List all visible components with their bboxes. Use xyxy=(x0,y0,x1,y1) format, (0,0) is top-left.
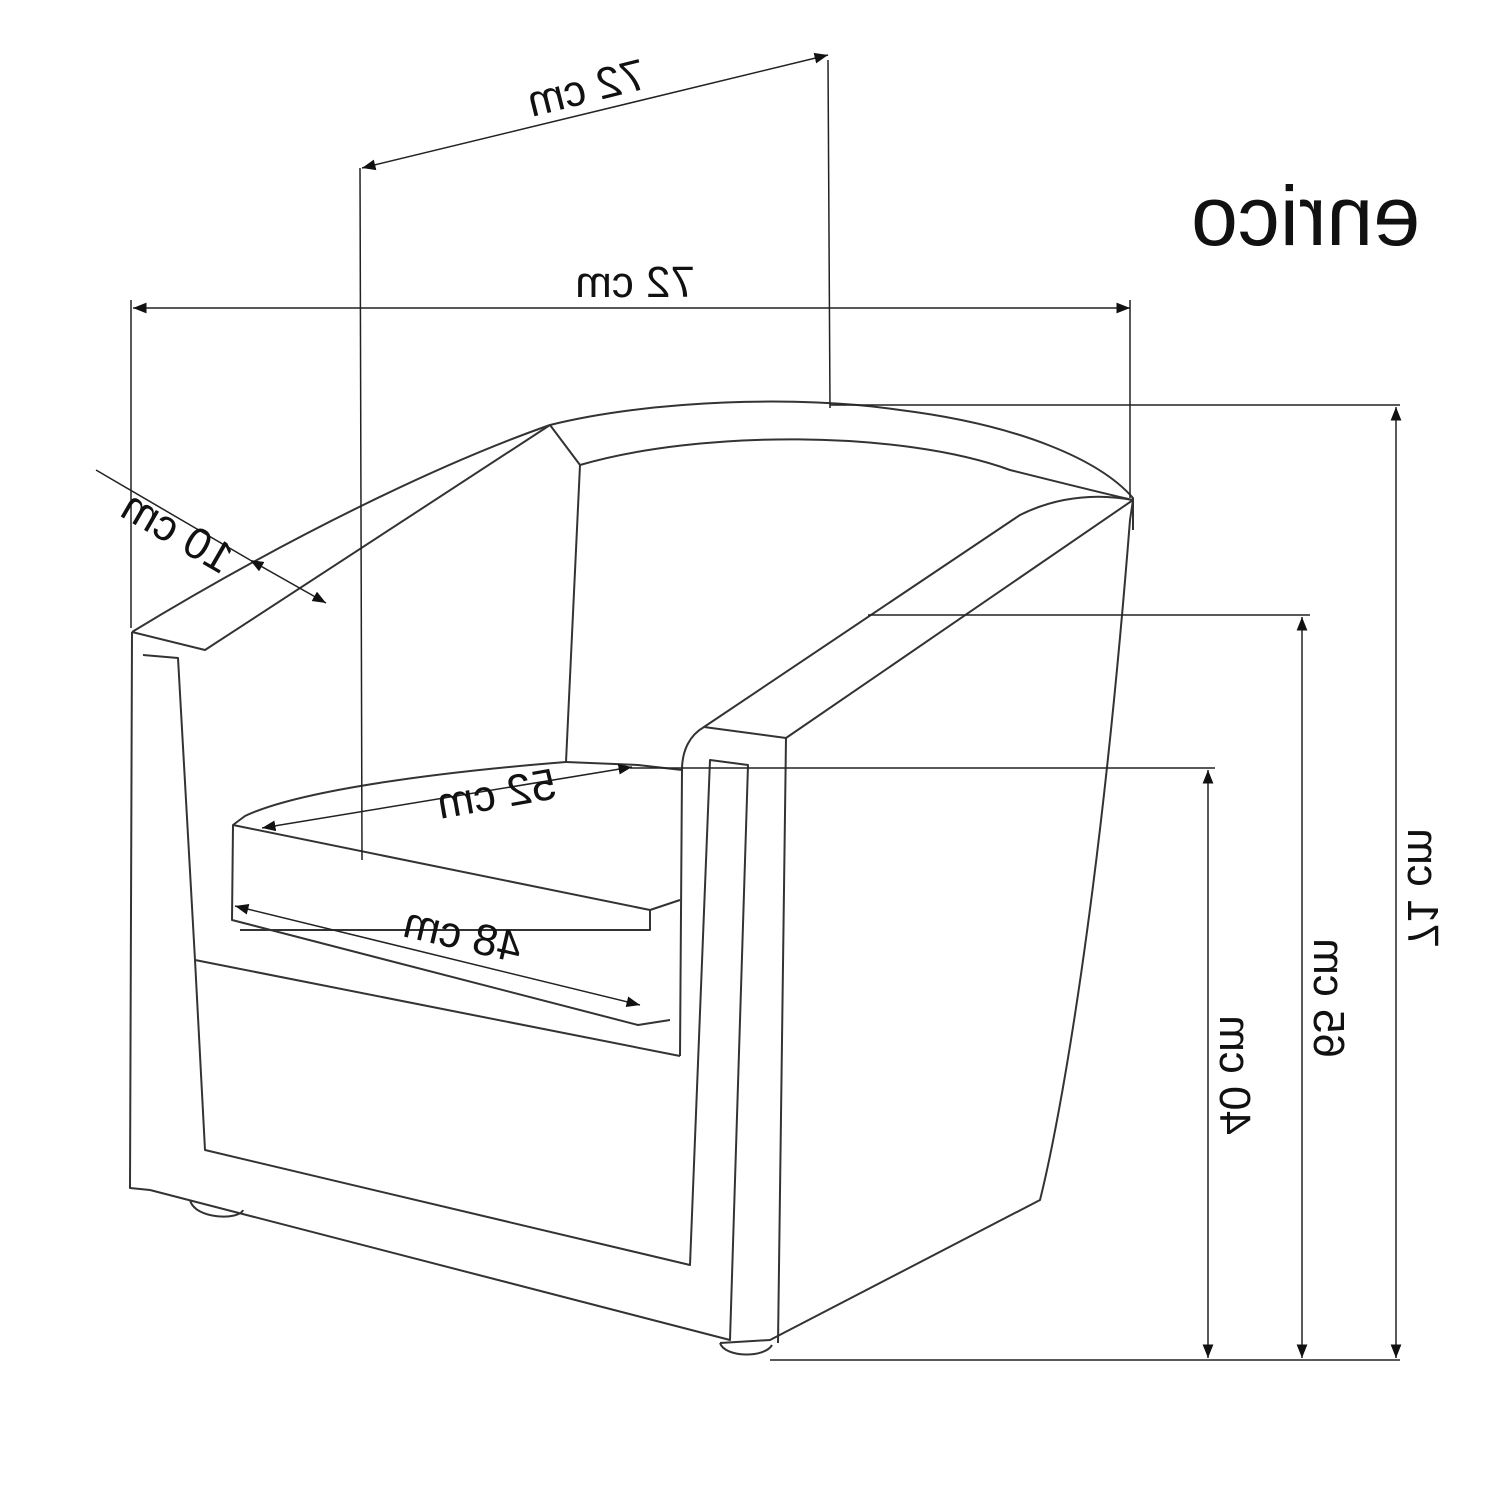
arm-width-label: 10 cm xyxy=(113,481,241,583)
product-title: enrico xyxy=(1191,169,1420,263)
extension-lines xyxy=(95,59,1400,1361)
total-height-label: 71 cm xyxy=(1398,828,1447,948)
seat-height-label: 40 cm xyxy=(1210,1015,1259,1135)
armchair-drawing xyxy=(129,400,1134,1356)
seat-depth-label: 52 cm xyxy=(433,760,560,829)
arm-height-label: 65 cm xyxy=(1304,938,1353,1058)
width-label: 72 cm xyxy=(575,258,695,307)
dimension-arrows xyxy=(133,52,1402,1358)
depth-top-label: 72 cm xyxy=(522,50,650,127)
